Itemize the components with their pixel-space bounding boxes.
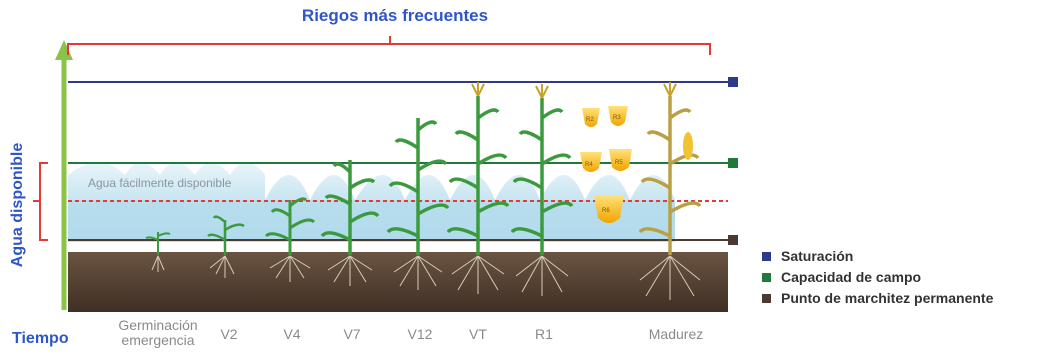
kernel-r3: R3 [608, 106, 628, 126]
kernel-r4-label: R4 [585, 162, 593, 168]
plant-germinacion [145, 232, 171, 272]
plant-v12 [386, 118, 450, 290]
plant-vt [446, 82, 510, 294]
kernel-r5-label: R5 [615, 160, 623, 166]
plant-v7 [320, 160, 380, 286]
legend-swatch-capacidad [762, 272, 771, 282]
top-bracket [67, 36, 711, 55]
soil-layer [68, 252, 728, 312]
stage-label-madurez: Madurez [648, 326, 704, 342]
capacidad-marker [728, 158, 738, 168]
zone-label: Agua fácilmente disponible [88, 176, 232, 190]
legend-label-saturacion: Saturación [781, 248, 854, 264]
plant-r1 [510, 84, 574, 296]
diagram-title: Riegos más frecuentes [301, 6, 489, 25]
stage-label-v4: V4 [283, 326, 301, 342]
x-axis-label: Tiempo [12, 330, 69, 347]
legend-swatch-marchitez [762, 293, 771, 303]
stage-label-vt: VT [469, 326, 487, 342]
marchitez-marker [728, 235, 738, 245]
stage-label-v7: V7 [343, 326, 361, 342]
legend-item-marchitez: Punto de marchitez permanente [762, 288, 993, 308]
plant-madurez [638, 82, 702, 300]
legend: Saturación Capacidad de campo Punto de m… [762, 246, 993, 309]
kernel-r6: R6 [594, 195, 624, 223]
kernel-r4: R4 [580, 152, 602, 172]
legend-label-marchitez: Punto de marchitez permanente [781, 290, 994, 306]
kernel-r2-label: R2 [586, 117, 594, 123]
legend-item-capacidad: Capacidad de campo [762, 267, 993, 287]
legend-swatch-saturacion [762, 251, 771, 261]
stage-label-v12: V12 [407, 326, 433, 342]
saturacion-marker [728, 77, 738, 87]
legend-label-capacidad: Capacidad de campo [781, 269, 922, 285]
kernel-r5: R5 [609, 149, 632, 171]
legend-item-saturacion: Saturación [762, 246, 993, 266]
plant-v2 [207, 215, 245, 278]
stage-label-r1: R1 [535, 326, 553, 342]
plant-v4 [264, 197, 316, 282]
kernel-r6-label: R6 [602, 208, 610, 214]
y-axis-label: Agua disponible [9, 142, 26, 268]
left-bracket [33, 162, 48, 241]
stage-label-v2: V2 [220, 326, 238, 342]
water-band [68, 200, 675, 242]
kernel-r3-label: R3 [613, 115, 621, 121]
kernel-r2: R2 [582, 108, 600, 127]
